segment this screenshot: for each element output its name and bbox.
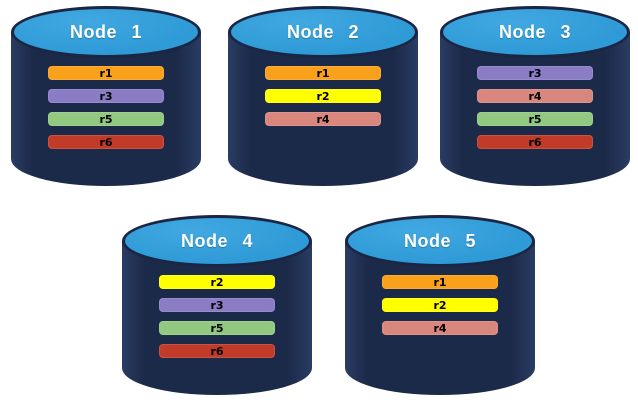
replica-bar-r2: r2 xyxy=(382,298,498,312)
replica-bar-r2: r2 xyxy=(265,89,381,103)
database-node-1: Node 1 r1 r3 r5 r6 xyxy=(11,6,201,186)
database-node-5: Node 5 r1 r2 r4 xyxy=(345,215,535,395)
replica-bar-r1: r1 xyxy=(48,66,164,80)
node-label: Node 2 xyxy=(286,21,359,42)
replica-label: r5 xyxy=(99,112,113,126)
replica-label: r4 xyxy=(528,89,542,103)
database-node-2: Node 2 r1 r2 r4 xyxy=(228,6,418,186)
replica-list: r1 r2 r4 xyxy=(228,66,418,126)
replica-label: r5 xyxy=(210,321,224,335)
replica-label: r1 xyxy=(99,66,113,80)
replica-bar-r3: r3 xyxy=(159,298,275,312)
replica-bar-r1: r1 xyxy=(382,275,498,289)
replica-list: r3 r4 r5 r6 xyxy=(440,66,630,149)
cylinder-top-ellipse: Node 4 xyxy=(122,215,312,267)
replica-bar-r5: r5 xyxy=(159,321,275,335)
node-label: Node 4 xyxy=(180,230,253,251)
replica-bar-r4: r4 xyxy=(477,89,593,103)
replica-label: r3 xyxy=(528,66,542,80)
replica-label: r3 xyxy=(99,89,113,103)
replica-bar-r6: r6 xyxy=(48,135,164,149)
replica-label: r6 xyxy=(210,344,224,358)
replica-bar-r3: r3 xyxy=(48,89,164,103)
replica-bar-r1: r1 xyxy=(265,66,381,80)
cylinder-top-ellipse: Node 1 xyxy=(11,6,201,58)
cylinder-top-ellipse: Node 2 xyxy=(228,6,418,58)
node-label: Node 5 xyxy=(403,230,476,251)
node-label: Node 3 xyxy=(498,21,571,42)
replica-label: r6 xyxy=(99,135,113,149)
replica-bar-r4: r4 xyxy=(382,321,498,335)
replica-label: r1 xyxy=(316,66,330,80)
replica-label: r2 xyxy=(210,275,224,289)
replica-bar-r2: r2 xyxy=(159,275,275,289)
replica-label: r4 xyxy=(316,112,330,126)
replica-list: r1 r2 r4 xyxy=(345,275,535,335)
database-node-4: Node 4 r2 r3 r5 r6 xyxy=(122,215,312,395)
replica-bar-r3: r3 xyxy=(477,66,593,80)
replica-label: r4 xyxy=(433,321,447,335)
replica-label: r1 xyxy=(433,275,447,289)
replica-bar-r4: r4 xyxy=(265,112,381,126)
database-node-3: Node 3 r3 r4 r5 r6 xyxy=(440,6,630,186)
cylinder-top-ellipse: Node 5 xyxy=(345,215,535,267)
replica-label: r3 xyxy=(210,298,224,312)
replica-label: r5 xyxy=(528,112,542,126)
replica-list: r2 r3 r5 r6 xyxy=(122,275,312,358)
replica-bar-r6: r6 xyxy=(159,344,275,358)
replica-bar-r5: r5 xyxy=(48,112,164,126)
cylinder-top-ellipse: Node 3 xyxy=(440,6,630,58)
replica-bar-r6: r6 xyxy=(477,135,593,149)
node-label: Node 1 xyxy=(69,21,142,42)
replica-label: r6 xyxy=(528,135,542,149)
replica-label: r2 xyxy=(433,298,447,312)
replica-label: r2 xyxy=(316,89,330,103)
replica-list: r1 r3 r5 r6 xyxy=(11,66,201,149)
replica-bar-r5: r5 xyxy=(477,112,593,126)
